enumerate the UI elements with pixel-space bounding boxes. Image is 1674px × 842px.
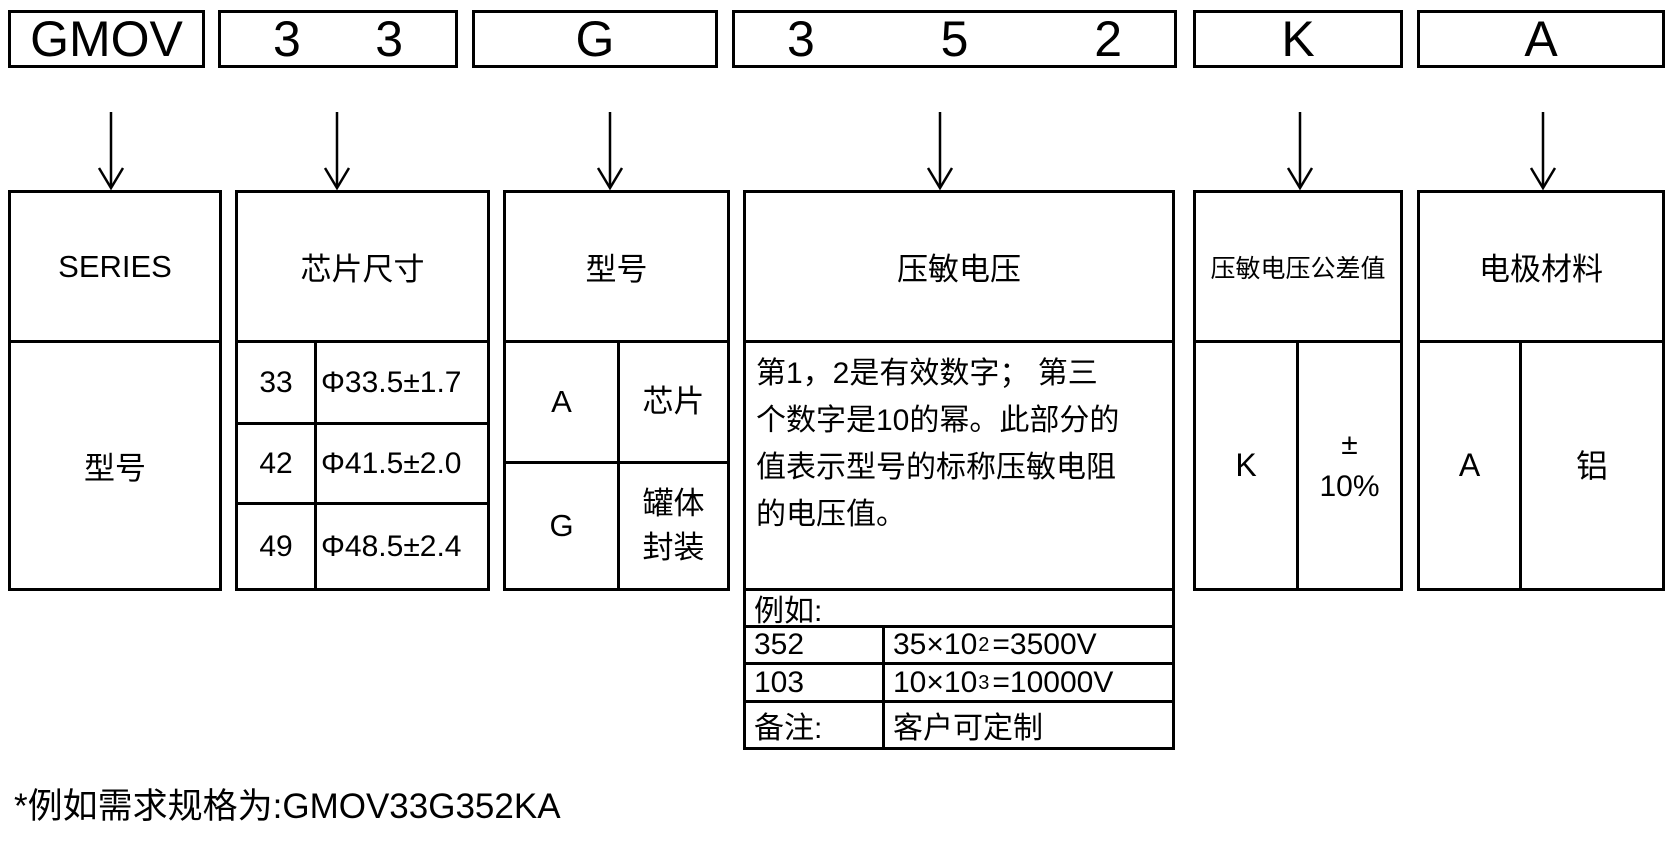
arrow-down-icon: [924, 112, 956, 190]
examples-label: 例如:: [746, 591, 1172, 628]
chip-size-row: 49 Φ48.5±2.4: [238, 505, 487, 588]
example-code-cell: 352: [746, 628, 885, 662]
code-char: 2: [1094, 11, 1122, 67]
code-text-tolerance: K: [1281, 11, 1315, 67]
model-code-cell: G: [506, 464, 620, 588]
tolerance-percent: 10%: [1319, 469, 1380, 503]
voltage-description: 第1，2是有效数字； 第三 个数字是10的幂。此部分的 值表示型号的标称压敏电阻…: [746, 343, 1172, 588]
col-series: SERIES 型号: [8, 190, 222, 591]
code-box-series: GMOV: [8, 10, 205, 68]
column-header: 型号: [506, 193, 727, 343]
model-desc-cell: 罐体 封装: [620, 464, 727, 588]
chip-code-cell: 33: [238, 343, 317, 422]
code-box-electrode: A: [1417, 10, 1665, 68]
code-box-voltage: 3 5 2: [732, 10, 1177, 68]
model-row: G 罐体 封装: [506, 464, 727, 588]
desc-line: 第1，2是有效数字； 第三: [756, 357, 1098, 390]
remark-row: 备注: 客户可定制: [746, 703, 1172, 747]
example-code-cell: 103: [746, 665, 885, 700]
code-box-tolerance: K: [1193, 10, 1403, 68]
example-result: =10000V: [992, 665, 1114, 699]
tolerance-body: K ± 10%: [1196, 343, 1400, 588]
code-char: 3: [787, 11, 815, 67]
chip-size-cell: Φ48.5±2.4: [321, 529, 462, 563]
tolerance-sign: ±: [1341, 427, 1358, 461]
desc-line: 值表示型号的标称压敏电阻: [756, 451, 1116, 484]
example-base: 35×10: [893, 628, 978, 661]
footnote: *例如需求规格为:GMOV33G352KA: [14, 787, 561, 826]
tolerance-code-cell: K: [1196, 343, 1299, 588]
arrow-down-icon: [95, 112, 127, 190]
col-electrode: 电极材料 A 铝: [1417, 190, 1665, 591]
model-desc-line: 罐体: [642, 486, 705, 521]
chip-size-cell: Φ33.5±1.7: [321, 365, 462, 399]
col-voltage: 压敏电压 第1，2是有效数字； 第三 个数字是10的幂。此部分的 值表示型号的标…: [743, 190, 1175, 591]
column-header: 电极材料: [1420, 193, 1662, 343]
electrode-body: A 铝: [1420, 343, 1662, 588]
code-box-chip-size: 3 3: [218, 10, 458, 68]
example-base: 10×10: [893, 665, 978, 699]
model-code-cell: A: [506, 343, 620, 461]
arrow-down-icon: [1284, 112, 1316, 190]
example-result: =3500V: [992, 628, 1097, 661]
col-chip-size: 芯片尺寸 33 Φ33.5±1.7 42 Φ41.5±2.0 49 Φ48.5±…: [235, 190, 490, 591]
remark-label-cell: 备注:: [746, 703, 885, 747]
code-char: 3: [273, 11, 301, 67]
arrow-down-icon: [321, 112, 353, 190]
chip-size-row: 42 Φ41.5±2.0: [238, 425, 487, 505]
col-model: 型号 A 芯片 G 罐体 封装: [503, 190, 730, 591]
arrow-down-icon: [1527, 112, 1559, 190]
tolerance-value-cell: ± 10%: [1299, 343, 1400, 588]
code-text-model: G: [575, 11, 615, 67]
column-header: 压敏电压: [746, 193, 1172, 343]
remark-value-cell: 客户可定制: [893, 712, 1043, 745]
code-box-model: G: [472, 10, 718, 68]
series-body: 型号: [84, 451, 146, 486]
chip-code-cell: 42: [238, 425, 317, 502]
code-text-electrode: A: [1524, 11, 1558, 67]
column-header: 压敏电压公差值: [1196, 193, 1400, 343]
chip-size-cell: Φ41.5±2.0: [321, 446, 462, 480]
desc-line: 个数字是10的幂。此部分的: [756, 404, 1120, 437]
code-char: 5: [940, 11, 969, 67]
code-char: 3: [375, 11, 403, 67]
desc-line: 的电压值。: [756, 498, 906, 531]
arrow-down-icon: [594, 112, 626, 190]
column-header: SERIES: [11, 193, 219, 343]
chip-size-row: 33 Φ33.5±1.7: [238, 343, 487, 425]
column-header: 芯片尺寸: [238, 193, 487, 343]
col-tolerance: 压敏电压公差值 K ± 10%: [1193, 190, 1403, 591]
chip-code-cell: 49: [238, 505, 317, 588]
electrode-material-cell: 铝: [1575, 447, 1608, 484]
model-desc-line: 封装: [642, 530, 705, 565]
electrode-code-cell: A: [1420, 343, 1522, 588]
code-text-series: GMOV: [30, 11, 183, 67]
model-row: A 芯片: [506, 343, 727, 464]
model-desc-cell: 芯片: [642, 384, 705, 419]
